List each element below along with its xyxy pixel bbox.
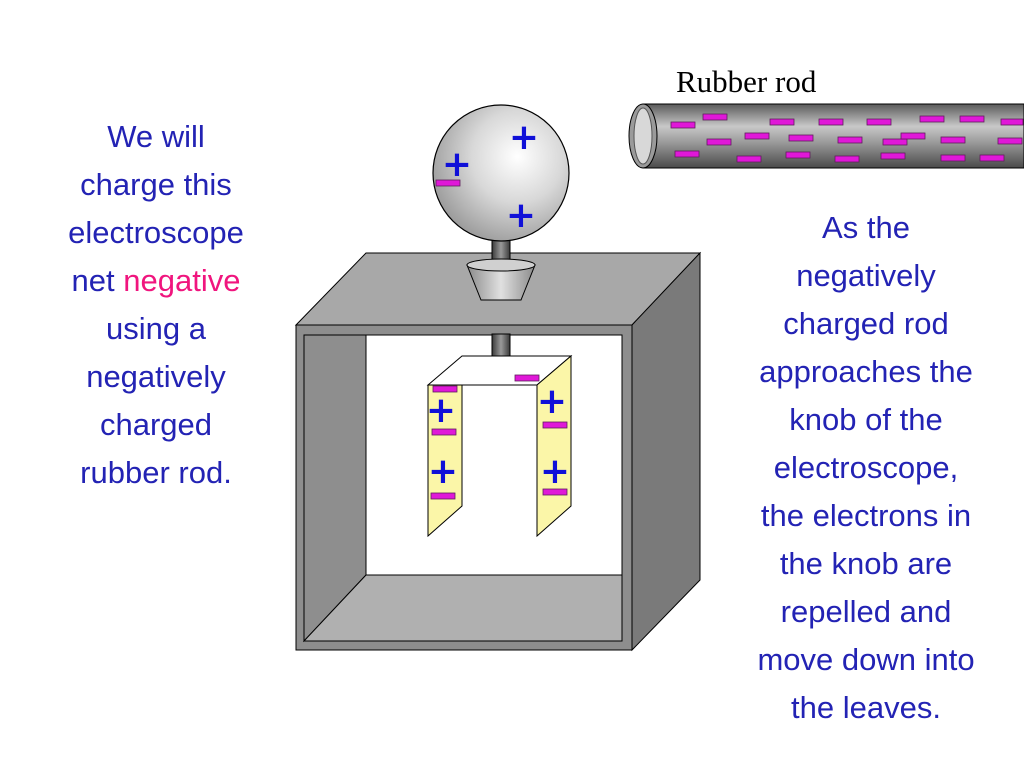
rubber-rod-label: Rubber rod xyxy=(676,64,817,99)
minus-sign xyxy=(431,428,457,436)
minus-sign xyxy=(432,385,458,393)
caption-line: the leaves. xyxy=(791,690,941,725)
caption-line: knob of the xyxy=(789,402,943,437)
minus-sign xyxy=(882,138,908,146)
plus-sign: + xyxy=(540,451,570,492)
minus-sign xyxy=(940,154,966,162)
minus-sign xyxy=(919,115,945,123)
plus-sign: + xyxy=(442,144,472,185)
caption-line: We will xyxy=(107,119,205,154)
minus-sign xyxy=(542,488,568,496)
plus-sign: + xyxy=(537,381,567,422)
electroscope-box xyxy=(294,251,702,652)
plus-sign: + xyxy=(509,117,539,158)
plus-sign: + xyxy=(506,195,536,236)
minus-sign xyxy=(1000,118,1024,126)
minus-sign xyxy=(785,151,811,159)
caption-line: using a xyxy=(106,311,206,346)
minus-sign xyxy=(788,134,814,142)
plus-sign: + xyxy=(426,390,456,431)
minus-sign xyxy=(837,136,863,144)
rod-body xyxy=(642,103,1024,169)
left-caption: We will charge this electroscope net neg… xyxy=(38,113,274,497)
knob-charges: + + + xyxy=(435,117,539,236)
caption-line: negatively xyxy=(86,359,226,394)
right-caption: As the negatively charged rod approaches… xyxy=(718,204,1014,732)
plus-sign: + xyxy=(428,451,458,492)
minus-sign xyxy=(736,155,762,163)
minus-sign xyxy=(866,118,892,126)
minus-sign xyxy=(430,492,456,500)
caption-line: charged rod xyxy=(783,306,949,341)
caption-line: net negative xyxy=(38,257,274,305)
minus-sign xyxy=(670,121,696,129)
rod-end-hole xyxy=(633,107,653,165)
caption-line: approaches the xyxy=(759,354,973,389)
caption-text: net xyxy=(71,263,124,298)
rod-charges xyxy=(670,113,1024,163)
knob-sphere xyxy=(432,104,570,242)
minus-sign xyxy=(900,132,926,140)
minus-sign xyxy=(940,136,966,144)
caption-line: repelled and xyxy=(780,594,952,629)
caption-line: charge this xyxy=(80,167,232,202)
caption-line: As the xyxy=(822,210,910,245)
caption-line: electroscope xyxy=(68,215,244,250)
minus-sign xyxy=(674,150,700,158)
leaf-charges: + + + + xyxy=(426,374,570,500)
caption-line: the knob are xyxy=(779,546,953,581)
caption-line: rubber rod. xyxy=(80,455,232,490)
caption-line: the electrons in xyxy=(760,498,972,533)
caption-line: move down into xyxy=(757,642,975,677)
caption-line: charged xyxy=(99,407,213,442)
minus-sign xyxy=(744,132,770,140)
minus-sign xyxy=(959,115,985,123)
minus-sign xyxy=(435,179,461,187)
minus-sign xyxy=(834,155,860,163)
minus-sign xyxy=(706,138,732,146)
caption-line: negatively xyxy=(796,258,936,293)
minus-sign xyxy=(818,118,844,126)
caption-line: electroscope, xyxy=(773,450,959,485)
box-inner-floor xyxy=(302,574,623,642)
minus-sign xyxy=(979,154,1005,162)
minus-sign xyxy=(997,137,1023,145)
funnel-rim xyxy=(466,258,536,272)
minus-sign xyxy=(702,113,728,121)
minus-sign xyxy=(880,152,906,160)
minus-sign xyxy=(769,118,795,126)
minus-sign xyxy=(542,421,568,429)
minus-sign xyxy=(514,374,540,382)
highlight-negative: negative xyxy=(123,263,241,298)
